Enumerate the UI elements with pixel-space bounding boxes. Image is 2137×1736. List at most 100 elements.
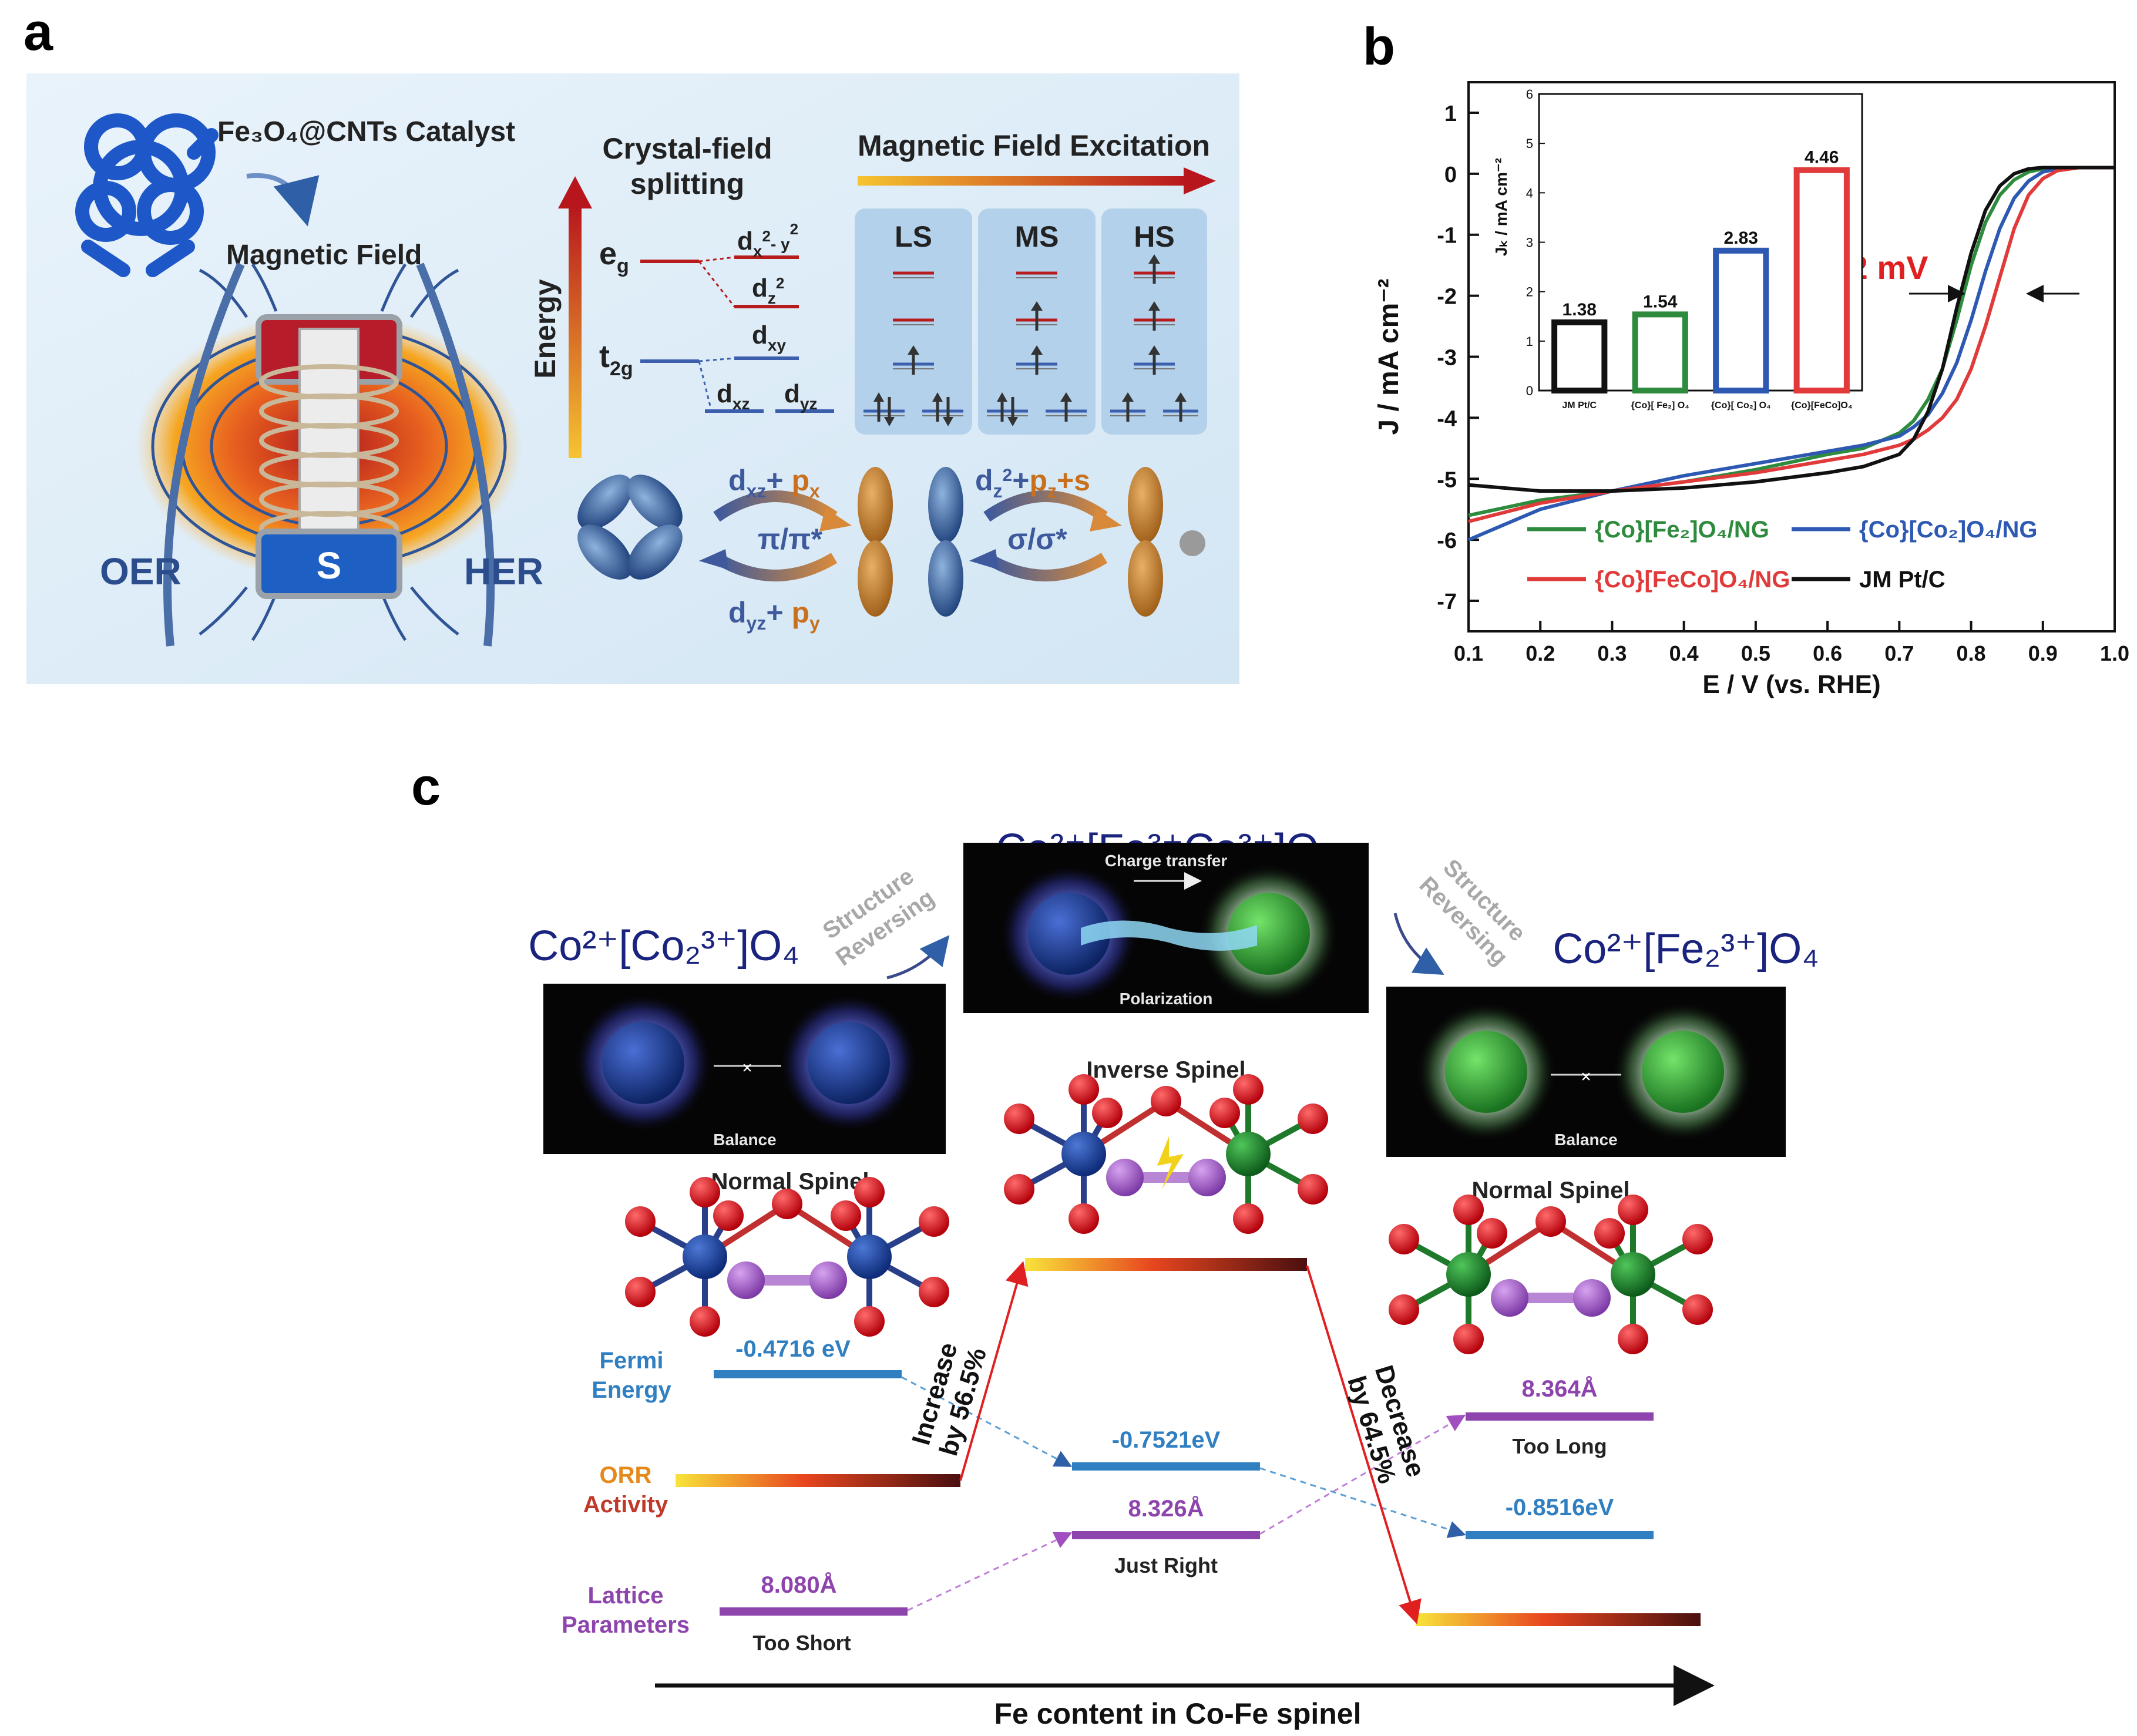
energy-arrow — [569, 206, 582, 458]
x-tick-label: 0.2 — [1526, 641, 1555, 665]
balance-label-left: Balance — [713, 1131, 776, 1149]
fermi-value-left: -0.4716 eV — [735, 1336, 851, 1362]
dz2-orbital-icon — [928, 467, 963, 617]
inset-bar-value: 1.38 — [1563, 300, 1597, 319]
dxz-orbital-icon — [577, 475, 683, 580]
oer-label: OER — [100, 550, 182, 593]
energy-arrow-head — [558, 176, 592, 208]
x-tick-label: 0.1 — [1454, 641, 1483, 665]
oer-arrow — [163, 263, 245, 647]
lattice-bar-left — [720, 1607, 908, 1616]
orr-label-1: ORR — [600, 1462, 652, 1488]
south-pole — [256, 529, 402, 599]
dxy-label: dxy — [752, 321, 786, 354]
charge-transfer-label: Charge transfer — [1105, 852, 1228, 870]
inset-y-tick: 6 — [1526, 87, 1533, 102]
sigma-arrow-back — [983, 553, 1108, 581]
y-tick-label: -3 — [1437, 346, 1457, 371]
s-orbital-icon — [1180, 530, 1205, 556]
orr-bar-left — [676, 1474, 960, 1487]
series-line — [1468, 166, 2115, 523]
x-tick-label: 0.3 — [1597, 641, 1627, 665]
magnetic-excitation-label: Magnetic Field Excitation — [858, 129, 1210, 162]
inset-bar-value: 2.83 — [1724, 228, 1758, 248]
legend-label: {Co}[FeCo]O₄/NG — [1595, 567, 1790, 593]
inset-category-label: {Co}[ Co₂] O₄ — [1711, 401, 1771, 411]
x-tick-label: 0.7 — [1884, 641, 1914, 665]
south-label: S — [317, 544, 342, 587]
crystal-field-label-2: splitting — [630, 167, 744, 200]
spin-state-label: MS — [1015, 220, 1059, 253]
t2g-label: t2g — [599, 339, 633, 380]
spin-state-label: LS — [895, 220, 932, 253]
dz2-pz-s-label: dz2+pz+s — [975, 464, 1090, 502]
excitation-arrow — [858, 176, 1187, 186]
fe-ion-ball — [1228, 893, 1310, 975]
inset-category-label: {Co}[FeCo]O₄ — [1791, 401, 1853, 411]
y-axis-label: J / mA cm⁻² — [1373, 278, 1404, 435]
lattice-value-right: 8.364Å — [1522, 1375, 1598, 1402]
p-orbital-icon — [858, 467, 893, 617]
dyz-label: dyz — [784, 379, 817, 413]
sigma-arrow-forward — [983, 490, 1108, 522]
excitation-arrow-head — [1184, 167, 1216, 194]
panel-a-label: a — [23, 3, 53, 62]
coil — [259, 328, 399, 553]
fermi-label-2: Energy — [592, 1377, 671, 1403]
inset-bar — [1551, 319, 1608, 393]
y-tick-label: -6 — [1437, 529, 1457, 553]
pz-orbital-icon — [1128, 467, 1163, 617]
energy-label: Energy — [529, 279, 562, 379]
magnetic-field-label: Magnetic Field — [226, 240, 422, 271]
fermi-bar-mid — [1072, 1462, 1260, 1471]
lattice-note-mid: Just Right — [1114, 1553, 1218, 1577]
x-tick-label: 0.9 — [2028, 641, 2058, 665]
co-ion-ball — [1028, 893, 1110, 975]
her-label: HER — [464, 550, 543, 593]
inset-category-label: JM Pt/C — [1562, 401, 1597, 411]
lattice-label-1: Lattice — [588, 1583, 664, 1609]
fe-content-label: Fe content in Co-Fe spinel — [994, 1697, 1361, 1730]
spinel-structures — [625, 1074, 1713, 1354]
y-tick-label: -1 — [1437, 224, 1457, 248]
pi-label: π/π* — [758, 523, 822, 556]
inset-y-tick: 3 — [1526, 235, 1533, 250]
catalyst-arrow — [246, 173, 320, 227]
x-tick-label: 0.8 — [1957, 641, 1986, 665]
sigma-label: σ/σ* — [1007, 523, 1067, 556]
dyz-py-label: dyz+ py — [728, 596, 820, 634]
pi-arrow-forward — [713, 490, 838, 522]
inverse-spinel: Inverse Spinel — [1086, 1057, 1245, 1083]
decrease-arrow — [1306, 1265, 1422, 1624]
inset-bar — [1793, 167, 1850, 393]
cnt-catalyst-icon — [75, 113, 219, 277]
lattice-label-2: Parameters — [562, 1612, 690, 1638]
y-tick-label: -5 — [1437, 467, 1457, 492]
x-axis-label: E / V (vs. RHE) — [1702, 670, 1880, 699]
structure-reversing-left: Structure Reversing — [818, 863, 939, 971]
panel-a: a Fe₃O₄@CNTs Catalyst Magnetic Field — [23, 3, 1239, 684]
legend-label: {Co}[Co₂]O₄/NG — [1859, 517, 2037, 543]
formula-right: Co²⁺[Fe₂³⁺]O₄ — [1553, 926, 1819, 973]
inset-y-label: Jₖ / mA cm⁻² — [1492, 158, 1510, 256]
dx2y2-label: dx2- y2 — [737, 220, 798, 260]
lattice-note-left: Too Short — [752, 1631, 851, 1655]
inset-y-tick: 0 — [1526, 383, 1533, 398]
catalyst-label: Fe₃O₄@CNTs Catalyst — [217, 116, 515, 147]
orr-bar-mid — [1025, 1258, 1307, 1271]
fermi-value-mid: -0.7521eV — [1112, 1427, 1221, 1453]
inset-bar-value: 1.54 — [1643, 292, 1678, 311]
lattice-bar-right — [1466, 1412, 1654, 1421]
inset-bar — [1632, 311, 1688, 394]
lattice-note-right: Too Long — [1512, 1434, 1607, 1458]
x-tick-label: 0.5 — [1741, 641, 1770, 665]
dxz-px-label: dxz+ px — [728, 464, 820, 502]
svg-text:×: × — [742, 1058, 752, 1078]
crystal-field-label-1: Crystal-field — [603, 132, 772, 165]
increase-arrow — [959, 1261, 1029, 1481]
decrease-label: Decrease by 64.5% — [1342, 1362, 1430, 1487]
inset-y-tick: 4 — [1526, 186, 1533, 200]
inset-frame — [1538, 93, 1863, 392]
